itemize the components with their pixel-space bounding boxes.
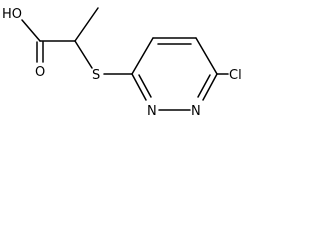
bond-ring-c3-c4: [131, 37, 154, 75]
bond-ring-c5-c6: [195, 37, 218, 75]
atom-chlorine: Cl: [229, 68, 242, 83]
bond-alpha-methyl: [74, 7, 99, 42]
atom-ring-nitrogen-right: N: [191, 104, 201, 119]
atom-labels: HO O S Cl N N: [2, 7, 242, 119]
atom-hydroxyl: HO: [2, 7, 22, 22]
bond-ring-c6-n1-inner: [197, 74, 211, 98]
structure-diagram: HO O S Cl N N: [2, 7, 242, 119]
bond-alpha-sulfur: [74, 40, 93, 69]
bond-ring-n2-c3-inner: [138, 74, 152, 98]
atom-carbonyl-oxygen: O: [35, 65, 45, 80]
bond-ring-n2-c3: [131, 73, 147, 101]
atom-ring-nitrogen-left: N: [147, 104, 157, 119]
bonds: [21, 7, 229, 111]
bond-hydroxyl-carboxyl: [21, 19, 41, 42]
atom-sulfur: S: [92, 68, 100, 83]
bond-ring-c6-n1: [202, 73, 218, 101]
